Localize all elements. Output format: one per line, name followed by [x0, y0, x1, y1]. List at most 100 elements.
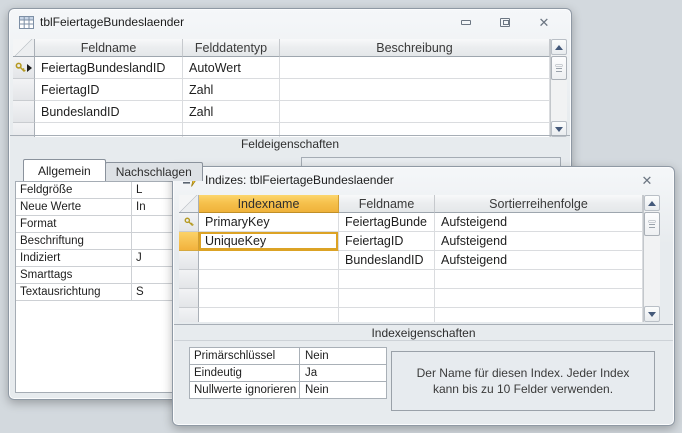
index-order-cell[interactable]: [435, 270, 643, 289]
index-grid-header: Indexname Feldname Sortierreihenfolge: [179, 195, 643, 213]
field-name-cell[interactable]: BundeslandID: [35, 101, 183, 123]
current-row-arrow-icon: [27, 63, 32, 72]
property-label: Smarttags: [16, 267, 132, 283]
property-value[interactable]: J: [136, 252, 142, 264]
field-type-cell[interactable]: AutoWert: [183, 57, 280, 79]
index-name-cell[interactable]: [199, 270, 339, 289]
index-row-empty[interactable]: [179, 289, 643, 308]
field-row[interactable]: FeiertagBundeslandID AutoWert: [13, 57, 550, 79]
index-property-row[interactable]: Nullwerte ignorieren Nein: [190, 382, 386, 399]
index-order-cell[interactable]: Aufsteigend: [435, 251, 643, 270]
index-order-cell[interactable]: Aufsteigend: [435, 232, 643, 251]
column-header-felddatentyp[interactable]: Felddatentyp: [183, 39, 280, 57]
index-field-cell[interactable]: FeiertagBunde: [339, 213, 435, 232]
indexes-window: Indizes: tblFeiertageBundeslaender ✕ Ind…: [172, 166, 675, 426]
scroll-down-button[interactable]: [644, 306, 660, 322]
column-header-sortierreihenfolge[interactable]: Sortierreihenfolge: [435, 195, 643, 213]
field-desc-cell[interactable]: [280, 123, 550, 137]
property-label: Indiziert: [16, 250, 132, 266]
field-grid-scrollbar[interactable]: [550, 39, 567, 137]
arrow-down-icon: [555, 126, 563, 132]
close-button[interactable]: ✕: [638, 173, 656, 187]
index-order-cell[interactable]: [435, 289, 643, 308]
property-label: Textausrichtung: [16, 284, 132, 300]
index-property-row[interactable]: Primärschlüssel Nein: [190, 348, 386, 365]
field-row[interactable]: BundeslandID Zahl: [13, 101, 550, 123]
property-value[interactable]: In: [136, 201, 146, 213]
index-name-cell[interactable]: [199, 289, 339, 308]
field-desc-cell[interactable]: [280, 57, 550, 79]
index-grid-scrollbar[interactable]: [643, 195, 660, 322]
scroll-up-button[interactable]: [551, 39, 567, 55]
row-selector[interactable]: [13, 101, 35, 123]
grid-corner-cell[interactable]: [13, 39, 35, 57]
property-label: Feldgröße: [16, 182, 132, 198]
index-field-cell[interactable]: FeiertagID: [339, 232, 435, 251]
column-header-feldname[interactable]: Feldname: [35, 39, 183, 57]
index-name-cell-current[interactable]: UniqueKey: [199, 232, 339, 251]
scroll-thumb[interactable]: [551, 56, 567, 80]
row-selector[interactable]: [13, 123, 35, 137]
field-name-cell[interactable]: FeiertagBundeslandID: [35, 57, 183, 79]
index-name-cell[interactable]: PrimaryKey: [199, 213, 339, 232]
index-help-text: Der Name für diesen Index. Jeder Index k…: [416, 365, 630, 396]
index-field-cell[interactable]: [339, 270, 435, 289]
field-type-cell[interactable]: [183, 123, 280, 137]
property-value[interactable]: S: [136, 286, 144, 298]
field-row[interactable]: FeiertagID Zahl: [13, 79, 550, 101]
index-field-cell[interactable]: BundeslandID: [339, 251, 435, 270]
indexes-window-titlebar[interactable]: Indizes: tblFeiertageBundeslaender ✕: [173, 167, 674, 193]
field-name-cell[interactable]: FeiertagID: [35, 79, 183, 101]
row-selector-selected[interactable]: [179, 232, 199, 251]
row-selector[interactable]: [13, 79, 35, 101]
index-property-label: Primärschlüssel: [190, 348, 300, 364]
index-order-cell[interactable]: Aufsteigend: [435, 213, 643, 232]
field-desc-cell[interactable]: [280, 101, 550, 123]
field-row-empty[interactable]: [13, 123, 550, 137]
index-name-cell[interactable]: [199, 308, 339, 322]
field-name-cell[interactable]: [35, 123, 183, 137]
close-button[interactable]: ✕: [535, 15, 553, 29]
scroll-down-button[interactable]: [551, 121, 567, 137]
property-label: Neue Werte: [16, 199, 132, 215]
row-selector[interactable]: [179, 289, 199, 308]
index-name-cell[interactable]: [199, 251, 339, 270]
index-property-value[interactable]: Ja: [300, 365, 386, 381]
index-row[interactable]: UniqueKey FeiertagID Aufsteigend: [179, 232, 643, 251]
restore-icon: [500, 17, 510, 27]
minimize-button[interactable]: [457, 15, 475, 29]
field-type-cell[interactable]: Zahl: [183, 79, 280, 101]
index-property-value[interactable]: Nein: [300, 382, 386, 398]
index-row-empty[interactable]: [179, 270, 643, 289]
row-selector[interactable]: [179, 270, 199, 289]
index-row-empty[interactable]: [179, 308, 643, 322]
grid-corner-cell[interactable]: [179, 195, 199, 213]
index-field-cell[interactable]: [339, 308, 435, 322]
design-window-titlebar[interactable]: tblFeiertageBundeslaender ✕: [9, 9, 571, 35]
tab-allgemein[interactable]: Allgemein: [23, 159, 106, 181]
column-header-feldname[interactable]: Feldname: [339, 195, 435, 213]
index-property-row[interactable]: Eindeutig Ja: [190, 365, 386, 382]
index-order-cell[interactable]: [435, 308, 643, 322]
index-row[interactable]: BundeslandID Aufsteigend: [179, 251, 643, 270]
index-property-label: Nullwerte ignorieren: [190, 382, 300, 398]
index-field-cell[interactable]: [339, 289, 435, 308]
row-selector[interactable]: [179, 251, 199, 270]
scroll-thumb[interactable]: [644, 212, 660, 236]
row-selector[interactable]: [13, 57, 35, 79]
field-type-cell[interactable]: Zahl: [183, 101, 280, 123]
row-selector[interactable]: [179, 213, 199, 232]
design-window-title: tblFeiertageBundeslaender: [40, 15, 185, 29]
scroll-up-button[interactable]: [644, 195, 660, 211]
index-property-value[interactable]: Nein: [300, 348, 386, 364]
column-header-beschreibung[interactable]: Beschreibung: [280, 39, 550, 57]
column-header-indexname[interactable]: Indexname: [199, 195, 339, 213]
property-label: Format: [16, 216, 132, 232]
field-desc-cell[interactable]: [280, 79, 550, 101]
index-row[interactable]: PrimaryKey FeiertagBunde Aufsteigend: [179, 213, 643, 232]
row-selector[interactable]: [179, 308, 199, 322]
tab-nachschlagen[interactable]: Nachschlagen: [104, 162, 203, 181]
property-value[interactable]: L: [136, 184, 143, 196]
restore-button[interactable]: [496, 15, 514, 29]
index-properties-divider: Indexeigenschaften: [174, 324, 673, 341]
